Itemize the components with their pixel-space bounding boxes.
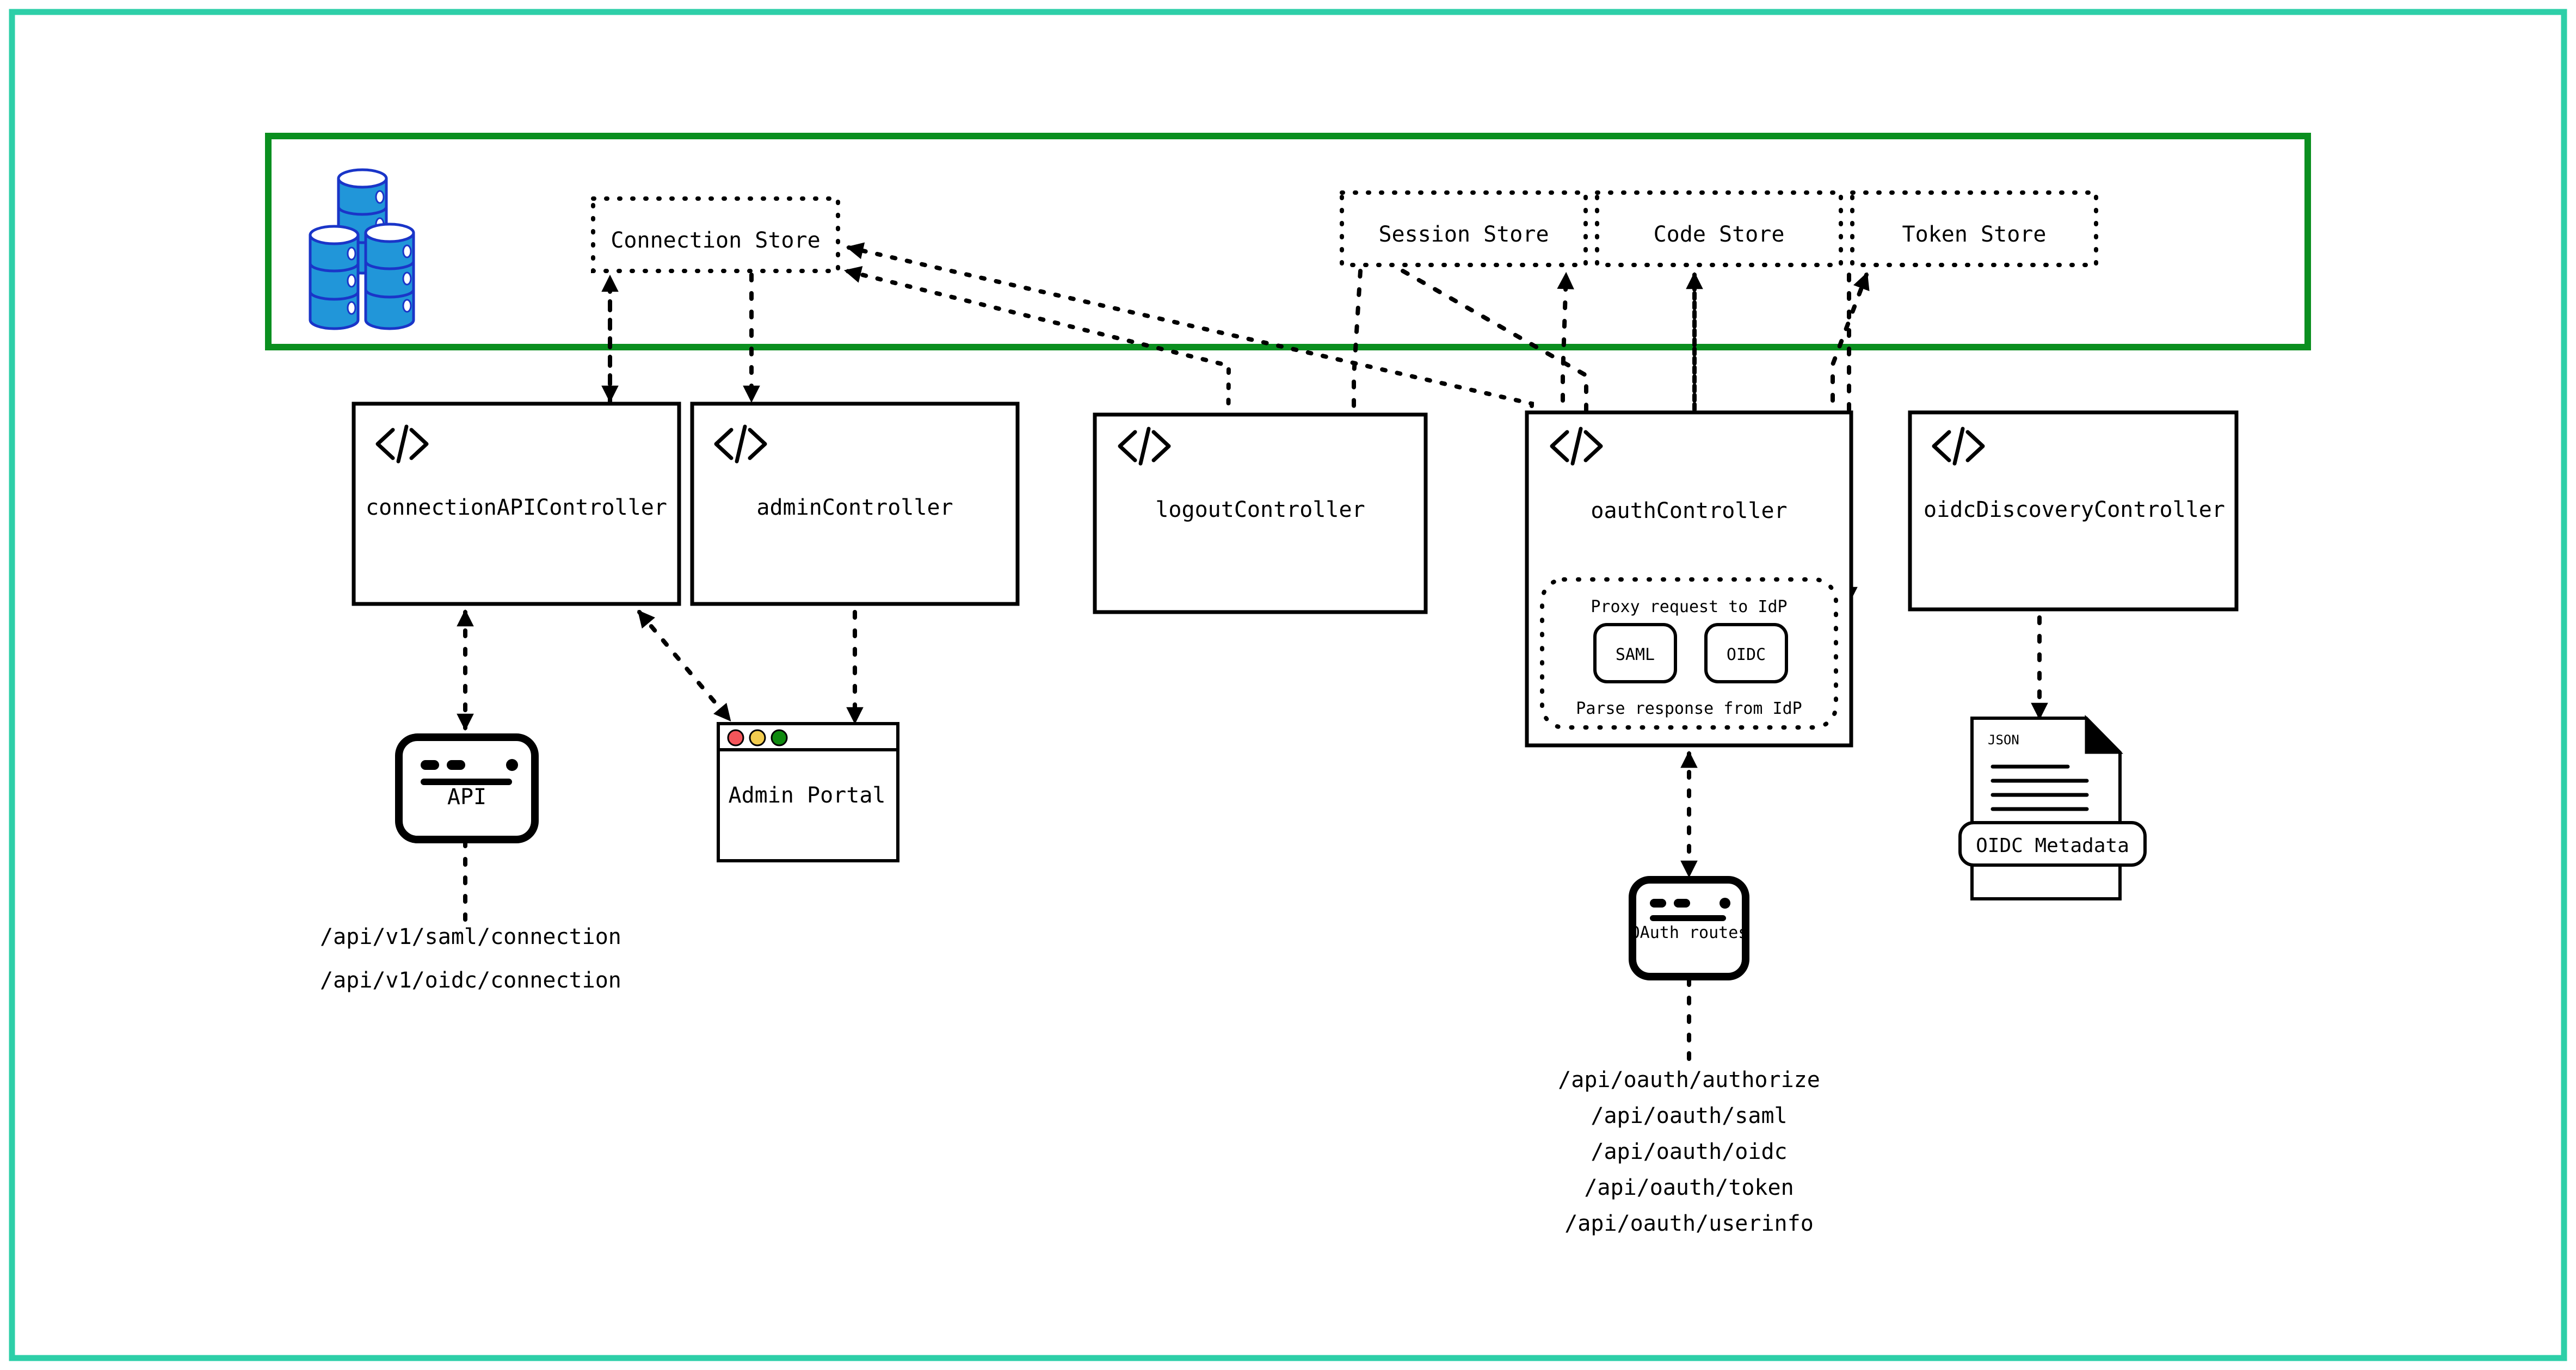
document-format-label: JSON [1988,732,2019,748]
store-code-store[interactable]: Code Store [1595,190,1843,267]
code-icon [1550,427,1603,466]
client-api-window-label: API [447,785,486,810]
document-fold-corner [2085,714,2123,754]
store-connection-store-label: Connection Store [611,228,820,253]
oidc-metadata-document[interactable]: JSON OIDC Metadata [1958,714,2147,900]
database-stack-icon [309,168,415,330]
controller-admin-controller[interactable]: adminController [690,402,1020,606]
oauth-proxy-top-label: Proxy request to IdP [1591,597,1787,616]
code-icon [714,424,767,464]
client-oauth-routes-window-label: OAuth routes [1630,923,1748,942]
controller-oidc-discovery-controller-label: oidcDiscoveryController [1924,497,2225,522]
document-caption-pill: OIDC Metadata [1958,821,2147,867]
controller-connection-api-controller[interactable]: connectionAPIController [352,402,681,606]
client-oauth-routes-window[interactable]: OAuth routes [1629,876,1749,980]
connector-oauthcontroller-to-connection-store [846,242,1534,606]
store-code-store-label: Code Store [1654,222,1785,247]
route-path-item: /api/oauth/token [1584,1175,1794,1200]
route-list-connection-api: /api/v1/saml/connection /api/v1/oidc/con… [320,924,621,993]
route-path-item: /api/v1/oidc/connection [320,968,621,993]
client-admin-portal-window-label: Admin Portal [729,783,886,808]
store-connection-store[interactable]: Connection Store [591,196,840,273]
store-group-container [265,133,2311,350]
controller-oauth-controller-label: oauthController [1591,498,1787,523]
store-session-store[interactable]: Session Store [1340,190,1588,267]
route-path-item: /api/oauth/userinfo [1564,1211,1814,1236]
controller-oidc-discovery-controller[interactable]: oidcDiscoveryController [1908,410,2239,612]
controller-connection-api-controller-label: connectionAPIController [366,495,667,520]
connector-connectionapi-admin-portal [637,609,731,722]
connector-session-store-to-logoutcontroller [1345,269,1363,604]
code-icon [1932,427,1985,466]
route-list-oauth: /api/oauth/authorize /api/oauth/saml /ap… [1558,1067,1820,1236]
route-path-item: /api/v1/saml/connection [320,924,621,949]
protocol-oidc-button[interactable]: OIDC [1704,623,1788,683]
route-path-item: /api/oauth/saml [1591,1103,1787,1128]
protocol-saml-button[interactable]: SAML [1593,623,1677,683]
code-icon [375,424,429,464]
controller-admin-controller-label: adminController [756,495,953,520]
route-path-item: /api/oauth/authorize [1558,1067,1820,1093]
store-token-store-label: Token Store [1902,222,2047,247]
route-path-item: /api/oauth/oidc [1591,1139,1787,1164]
store-token-store[interactable]: Token Store [1850,190,2098,267]
code-icon [1118,427,1171,466]
protocol-oidc-label: OIDC [1727,645,1766,664]
traffic-light-green [771,729,788,746]
controller-logout-controller-label: logoutController [1155,497,1365,522]
controller-logout-controller[interactable]: logoutController [1093,412,1428,614]
client-api-window[interactable]: API [395,733,539,843]
outer-frame [9,9,2567,1361]
oauth-proxy-bottom-label: Parse response from IdP [1576,699,1802,718]
controller-oauth-controller[interactable]: oauthController Proxy request to IdP SAM… [1525,410,1853,748]
oauth-proxy-group: Proxy request to IdP SAML OIDC Parse res… [1540,577,1838,730]
document-caption-label: OIDC Metadata [1976,835,2129,857]
connector-session-store-to-oauthcontroller [1401,269,1595,607]
client-admin-portal-window[interactable]: Admin Portal [717,722,899,862]
traffic-light-red [727,729,744,746]
store-session-store-label: Session Store [1378,222,1549,247]
protocol-saml-label: SAML [1616,645,1655,664]
traffic-light-yellow [749,729,766,746]
